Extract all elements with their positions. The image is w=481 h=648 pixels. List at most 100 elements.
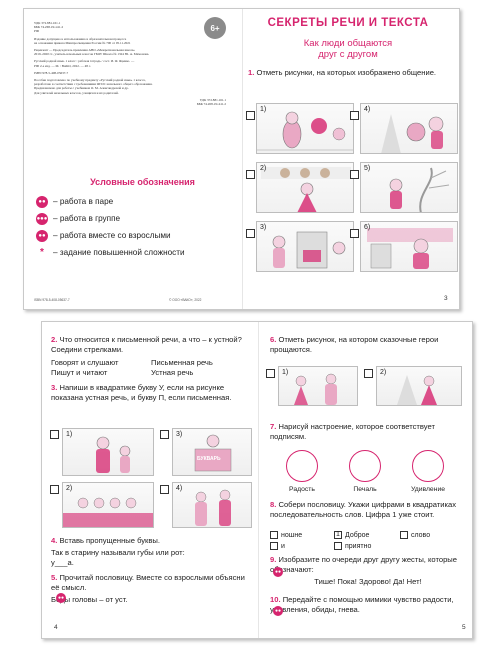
task-5: 5. Прочитай пословицу. Вместе со взрослы… <box>51 573 251 605</box>
page-4-bottom: 4. Вставь пропущенные буквы. Так в стари… <box>51 536 251 605</box>
mood-label: Удивление <box>410 486 446 493</box>
adult-work-icon: ●● <box>56 593 66 603</box>
fill-in-blank[interactable]: у___а. <box>51 558 74 567</box>
illustration-figure-by-tree <box>389 167 450 212</box>
page-number: 3 <box>444 295 448 302</box>
illustration-kitchen-stove <box>272 231 346 269</box>
legend-item: ●●● – работа в группе <box>36 210 231 227</box>
order-box[interactable] <box>270 542 278 550</box>
bbk-code: ББК 74.268.19=411.2 <box>196 102 226 107</box>
order-box[interactable] <box>270 531 278 539</box>
imprint-line: Рецензент — Председатель правления АНО «… <box>34 48 135 53</box>
order-box[interactable] <box>334 542 342 550</box>
drawing-circle-sadness[interactable] <box>349 450 381 482</box>
spread-top: УДК 372.881.161.1 ББК 74.268.19=411.2 Р9… <box>23 8 460 310</box>
answer-checkbox[interactable] <box>246 170 255 179</box>
order-box[interactable]: 1 <box>334 531 342 539</box>
page-number: 5 <box>462 624 466 631</box>
answer-checkbox[interactable] <box>160 430 169 439</box>
udk-code: УДК 372.881.161.1 <box>199 97 226 102</box>
task-text: Собери пословицу. Укажи цифрами в квадра… <box>270 500 457 519</box>
answer-checkbox[interactable] <box>50 485 59 494</box>
picture-3: 3) БУКВАРЬ <box>172 428 252 476</box>
mood-label: Печаль <box>353 486 377 493</box>
lesson-title-line: друг с другом <box>318 49 378 60</box>
answer-checkbox[interactable] <box>350 111 359 120</box>
match-right-item[interactable]: Письменная речь <box>151 358 213 367</box>
answer-checkbox[interactable] <box>266 369 275 378</box>
imprint-line: разработано в соответствии с требованиям… <box>34 82 153 87</box>
task-text: Отметь рисунки, на которых изображено об… <box>256 68 437 77</box>
picture-4: 4) <box>360 103 458 154</box>
word-text: и <box>281 542 285 550</box>
task-text: Прочитай пословицу. Вместе со взрослыми … <box>51 573 245 592</box>
group-work-icon: ●●● <box>36 212 48 225</box>
imprint-block: УДК 372.881.161.1 ББК 74.268.19=411.2 Р9… <box>34 21 226 106</box>
proverb: Бёды головы – от уст. <box>51 595 128 604</box>
illustration-girl-in-red-hood <box>397 375 437 405</box>
word-text: ношне <box>281 531 303 539</box>
order-box[interactable] <box>400 531 408 539</box>
word-item: 1 Доброе <box>334 531 369 539</box>
illustration-child-reading-book <box>194 434 232 472</box>
imprint-line: Р90 2-е изд. — М. : ВАКО, 2022. — 48 с. <box>34 63 92 68</box>
answer-checkbox[interactable] <box>364 369 373 378</box>
task-number: 3. <box>51 383 58 392</box>
task-number: 9. <box>270 555 277 564</box>
task-3: 3. Напиши в квадратике букву У, если на … <box>51 383 251 403</box>
lesson-title-line: Как люди общаются <box>303 38 393 49</box>
legend-item: * – задание повышенной сложности <box>36 244 231 261</box>
task-2: 2. Что относится к письменной речи, а чт… <box>51 335 251 378</box>
answer-checkbox[interactable] <box>350 229 359 238</box>
adult-work-icon: ●● <box>36 229 48 242</box>
imprint-line: 2019–2020 гг., учитель начальных классов… <box>34 52 150 57</box>
task-number: 6. <box>270 335 277 344</box>
imprint-line: Предназначено для работы с учебником О. … <box>34 86 129 91</box>
word-item: слово <box>400 531 430 539</box>
illustration-fairy-tale-farewell <box>294 373 337 405</box>
task-text: Передайте с помощью мимики чувство радос… <box>270 595 454 614</box>
answer-checkbox[interactable] <box>246 111 255 120</box>
picture-2: 2) <box>376 366 462 406</box>
lesson-title: Как люди общаются друг с другом <box>242 38 454 60</box>
answer-checkbox[interactable] <box>160 485 169 494</box>
match-right-item[interactable]: Устная речь <box>151 368 194 377</box>
task-7: 7. Нарисуй настроение, которое соответст… <box>270 422 466 442</box>
task-number: 4. <box>51 536 58 545</box>
match-left-item[interactable]: Пишут и читают <box>51 368 108 377</box>
asterisk-icon: * <box>40 247 44 258</box>
gesture-phrases: Тише! Пока! Здорово! Да! Нет! <box>314 577 422 586</box>
word-text: слово <box>411 531 431 539</box>
task-text: Отметь рисунок, на котором сказочные гер… <box>270 335 439 354</box>
pair-work-icon: ●● <box>273 606 283 616</box>
copyright-footer: © ООО «ВАКО», 2022 <box>169 298 202 302</box>
drawing-circle-surprise[interactable] <box>412 450 444 482</box>
picture-1: 1) <box>256 103 354 154</box>
illustration-old-woman-house <box>367 228 453 269</box>
imprint-line: Р90 <box>34 29 40 34</box>
answer-checkbox[interactable] <box>246 229 255 238</box>
imprint-line: на основании приказа Минпросвещения Росс… <box>34 40 131 45</box>
legend-item: ●● – работа вместе со взрослыми <box>36 227 231 244</box>
word-item: и <box>270 542 285 550</box>
page-3: СЕКРЕТЫ РЕЧИ И ТЕКСТА Как люди общаются … <box>242 17 458 272</box>
task-8: 8. Собери пословицу. Укажи цифрами в ква… <box>270 500 466 520</box>
legend-title: Условные обозначения <box>90 177 195 187</box>
task-number: 7. <box>270 422 277 431</box>
picture-4: 4) <box>172 482 252 528</box>
match-left-item[interactable]: Говорят и слушают <box>51 358 119 367</box>
imprint-line: ББК 74.268.19=411.2 <box>34 25 64 30</box>
word-text: Доброе <box>345 531 370 539</box>
picture-6: 6) <box>360 221 458 272</box>
legend-text: – работа вместе со взрослыми <box>53 231 171 240</box>
section-title: СЕКРЕТЫ РЕЧИ И ТЕКСТА <box>267 17 429 29</box>
drawing-circle-joy[interactable] <box>286 450 318 482</box>
pair-work-icon: ●● <box>36 195 48 208</box>
imprint-line: Издание допущено к использованию в образ… <box>34 36 127 41</box>
answer-checkbox[interactable] <box>350 170 359 179</box>
task-9: 9. Изобразите по очереди друг другу жест… <box>270 555 466 587</box>
picture-1: 1) <box>278 366 358 406</box>
illustration-animals-talking <box>257 111 353 151</box>
imprint-line: Русский родной язык. 1 класс : рабочая т… <box>34 59 135 64</box>
answer-checkbox[interactable] <box>50 430 59 439</box>
